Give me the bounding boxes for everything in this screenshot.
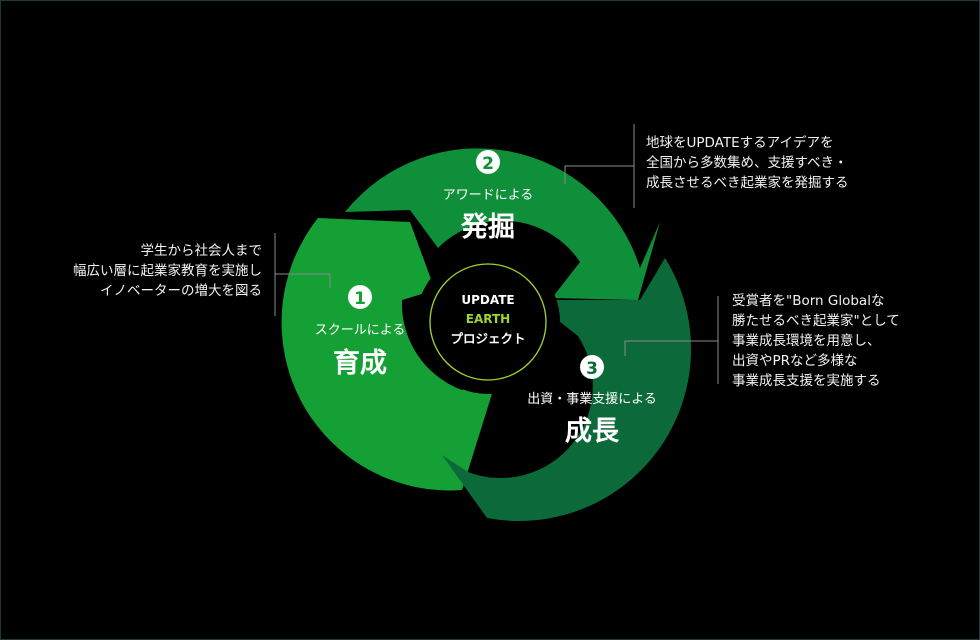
- step-2-subtitle: アワードによる: [443, 188, 534, 203]
- step-2-number: 2: [482, 154, 494, 174]
- segment-discovery: [345, 148, 660, 300]
- step-3-description-line: 受賞者を"Born Globalな: [732, 293, 885, 309]
- step-1-number: 1: [354, 289, 366, 309]
- step-1-description-line: 幅広い層に起業家教育を実施し: [73, 263, 262, 279]
- step-3-description: 受賞者を"Born Globalな 勝たせるべき起業家"として 事業成長環境を用…: [732, 291, 900, 391]
- center-ring: [429, 263, 547, 381]
- step-1-description: 学生から社会人まで 幅広い層に起業家教育を実施し イノベーターの増大を図る: [73, 241, 262, 301]
- step-3-badge: [580, 355, 604, 379]
- step-3-description-line: 出資やPRなど多様な: [732, 353, 858, 369]
- step-2-description-line: 全国から多数集め、支援すべき・: [646, 155, 848, 171]
- center-line-3: プロジェクト: [450, 331, 525, 346]
- center-disk: [416, 250, 560, 394]
- step-2-badge: [476, 150, 500, 174]
- step-2-title: 発掘: [460, 212, 515, 243]
- step-1-badge: [348, 285, 372, 309]
- center-line-1: UPDATE: [461, 293, 514, 307]
- step-1-description-line: イノベーターの増大を図る: [100, 283, 262, 299]
- leader-line-step-1-path: [274, 233, 331, 316]
- step-3-description-line: 事業成長支援を実施する: [732, 373, 881, 389]
- step-3-description-line: 勝たせるべき起業家"として: [732, 313, 900, 329]
- center-line-2: EARTH: [466, 312, 510, 326]
- step-1-description-line: 学生から社会人まで: [140, 243, 263, 259]
- step-3-description-line: 事業成長環境を用意し、: [732, 333, 881, 349]
- leader-line-step-3: [624, 296, 719, 384]
- segment-growth: [442, 258, 692, 522]
- step-1-subtitle: スクールによる: [315, 323, 406, 338]
- step-1-title: 育成: [333, 347, 387, 379]
- step-2-description: 地球をUPDATEするアイデアを 全国から多数集め、支援すべき・ 成長させるべき…: [646, 133, 849, 193]
- step-3-number: 3: [586, 359, 598, 379]
- step-2-description-line: 成長させるべき起業家を発掘する: [646, 175, 849, 191]
- step-3-subtitle: 出資・事業支援による: [527, 391, 657, 407]
- leader-line-step-2: [564, 124, 635, 208]
- step-2-description-line: 地球をUPDATEするアイデアを: [646, 135, 834, 151]
- segment-nurture: [281, 218, 500, 491]
- step-3-title: 成長: [565, 416, 620, 447]
